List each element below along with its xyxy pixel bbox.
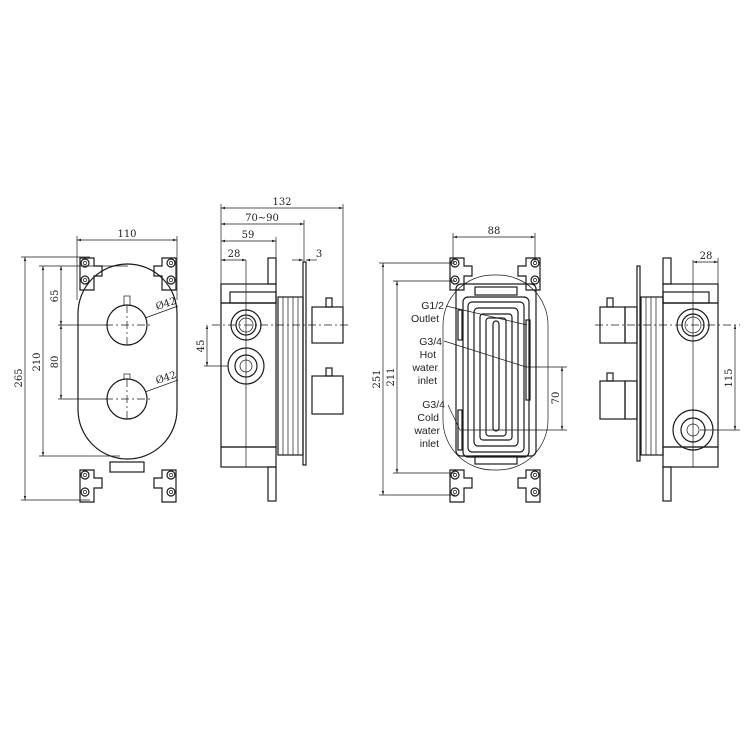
body-top-flange	[662, 291, 710, 304]
dim-overall-depth: 132	[272, 197, 291, 208]
dim-port-offset: 28	[228, 249, 241, 260]
callout-text: G1/2	[421, 300, 444, 312]
callout-text: G3/4	[419, 336, 442, 348]
knob-indicator	[123, 295, 131, 306]
body-top-flange	[662, 283, 719, 304]
cover-plate-outline	[442, 274, 549, 471]
valve-body	[220, 302, 277, 448]
body-top-flange	[229, 291, 277, 304]
back-view: 88 251 211 70 G1/2 Outlet G3/4 Hot water…	[372, 226, 567, 503]
leader-line	[144, 379, 179, 393]
hot-inlet-port	[525, 319, 531, 401]
knob-indicator	[123, 373, 131, 380]
leader-line	[443, 340, 527, 368]
dim-right-port-spacing: 115	[724, 368, 735, 387]
knob-bottom	[311, 375, 344, 415]
side-view: 132 70~90 59 28 3 45	[196, 197, 350, 502]
mounting-bracket	[662, 466, 672, 502]
dim-port-spacing: 45	[196, 340, 207, 353]
front-view: 110 265 210 65 80 Ø42 Ø42	[14, 229, 179, 503]
bottom-tab	[474, 455, 518, 465]
side-view-right: 28 115	[595, 251, 740, 502]
callout-text: Hot	[420, 349, 436, 361]
body-slot	[492, 320, 500, 432]
knob-indicator	[325, 297, 333, 308]
callout-outlet: G1/2 Outlet	[411, 300, 444, 325]
cover-plate-edge	[636, 265, 641, 462]
dim-body-depth: 59	[242, 230, 255, 241]
dim-front-width: 110	[117, 229, 136, 240]
dim-plate-thickness: 3	[316, 249, 322, 260]
mounting-bracket	[517, 469, 541, 503]
knob-top-base	[624, 306, 638, 344]
dim-right-port-offset: 28	[700, 251, 713, 262]
body-top-flange	[220, 283, 277, 304]
callout-text: inlet	[418, 375, 437, 387]
dim-back-body-height: 211	[386, 367, 397, 386]
outlet-port	[457, 309, 463, 341]
dim-back-width: 88	[488, 226, 501, 237]
body-ring	[479, 313, 513, 441]
mounting-bracket	[267, 257, 277, 285]
bottom-tab	[109, 461, 145, 473]
knob-bottom	[599, 380, 626, 420]
dim-back-overall-height: 251	[372, 369, 383, 388]
knob-indicator	[606, 297, 614, 308]
body-ring	[485, 317, 507, 437]
callout-text: water	[413, 425, 440, 437]
mounting-bracket	[449, 469, 473, 503]
body-ring	[467, 301, 525, 453]
dim-front-top-to-knob: 65	[50, 290, 61, 303]
leader-line	[445, 305, 528, 326]
mounting-bracket	[517, 257, 541, 291]
top-tab	[474, 286, 518, 296]
dim-inlet-spacing: 70	[551, 392, 562, 405]
fin-block	[277, 296, 304, 456]
dim-front-plate-height: 210	[32, 352, 43, 371]
fin-block	[640, 296, 664, 456]
mounting-bracket	[79, 257, 103, 291]
mounting-bracket	[267, 466, 277, 502]
dim-front-knob-spacing: 80	[50, 356, 61, 369]
leader-line	[447, 404, 461, 431]
body-bottom-flange	[220, 446, 277, 468]
cover-plate	[77, 263, 178, 460]
knob-bottom-base	[624, 380, 638, 420]
mounting-bracket	[662, 257, 672, 285]
leader-line	[144, 305, 179, 319]
body-ring	[462, 296, 530, 458]
body-ring	[473, 307, 519, 447]
body-bottom-flange	[662, 446, 719, 468]
callout-cold-water-inlet: G3/4 Cold water inlet	[413, 399, 445, 450]
mounting-bracket	[153, 469, 177, 503]
dim-install-depth: 70~90	[245, 213, 279, 224]
callout-text: Cold	[417, 412, 439, 424]
cover-plate-edge	[302, 261, 307, 466]
callout-hot-water-inlet: G3/4 Hot water inlet	[411, 336, 442, 387]
callout-text: water	[411, 362, 438, 374]
dim-front-overall-height: 265	[14, 368, 25, 387]
knob-indicator	[606, 372, 614, 382]
mounting-bracket	[79, 469, 103, 503]
fins	[277, 296, 304, 456]
callout-text: Outlet	[411, 313, 439, 325]
callout-text: G3/4	[422, 399, 445, 411]
valve-body	[662, 302, 719, 448]
knob-indicator	[325, 367, 333, 377]
callout-text: inlet	[420, 438, 439, 450]
